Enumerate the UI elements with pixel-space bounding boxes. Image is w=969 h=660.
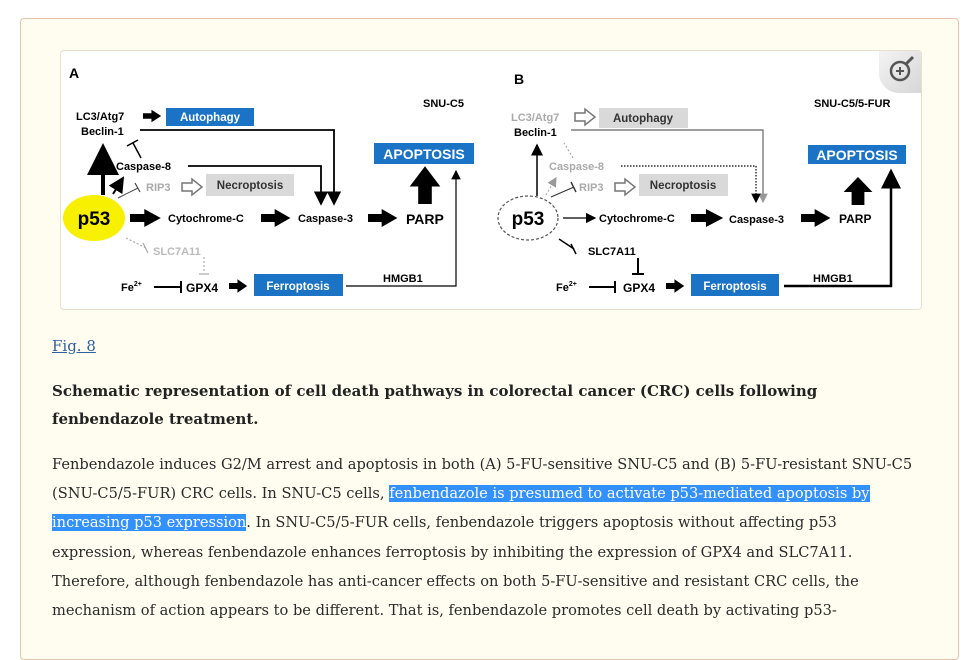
hmgb1-label: HMGB1 <box>383 273 423 285</box>
connector-line <box>571 129 768 204</box>
necroptosis-box <box>639 174 728 196</box>
rip3-label: RIP3 <box>579 182 603 194</box>
caspase3-label: Caspase-3 <box>298 213 353 225</box>
p53-node <box>63 195 125 241</box>
fe-label: Fe2+ <box>556 281 577 294</box>
zoom-figure-button[interactable] <box>879 51 921 93</box>
arrow-icon <box>843 177 873 205</box>
arrow-icon <box>801 209 831 227</box>
necroptosis-box <box>206 174 294 196</box>
rip3-label: RIP3 <box>146 182 170 194</box>
autophagy-box <box>166 108 254 126</box>
beclin-label: Beclin-1 <box>81 126 124 138</box>
panel-label: B <box>514 71 524 87</box>
lc3-label: LC3/Atg7 <box>511 112 559 124</box>
panel-b: B SNU-C5/5-FUR LC3/Atg7 Autophagy Beclin… <box>497 71 906 296</box>
pathway-diagram: A SNU-C5 LC3/Atg7 Autophagy Beclin-1 Cas… <box>63 65 906 296</box>
autophagy-label: Autophagy <box>180 112 241 124</box>
slc7a11-label: SLC7A11 <box>588 246 636 258</box>
cell-line-label: SNU-C5 <box>423 98 464 110</box>
hollow-arrow-icon <box>181 178 203 196</box>
cytochrome-label: Cytochrome-C <box>168 213 244 225</box>
apoptosis-label: APOPTOSIS <box>383 146 464 162</box>
necroptosis-label: Necroptosis <box>217 180 283 192</box>
arrow-icon <box>130 209 161 227</box>
zoom-in-magnifier-icon <box>889 55 915 82</box>
arrow-icon <box>261 209 291 227</box>
hmgb1-label: HMGB1 <box>813 273 853 285</box>
arrow-icon <box>143 109 162 123</box>
ferroptosis-box <box>254 274 343 296</box>
arrow-icon <box>409 166 441 204</box>
caspase8-label: Caspase-8 <box>116 161 171 173</box>
connector-line <box>346 169 461 287</box>
connector-line <box>188 165 329 206</box>
hollow-arrow-icon <box>614 178 636 196</box>
p53-label: p53 <box>78 209 111 230</box>
caption-text: Fenbendazole induces G2/M arrest and apo… <box>52 450 924 625</box>
hollow-arrow-icon <box>574 108 596 126</box>
parp-label: PARP <box>406 211 444 227</box>
arrow-icon <box>368 209 398 227</box>
caspase3-label: Caspase-3 <box>729 214 784 226</box>
figure-link[interactable]: Fig. 8 <box>52 337 96 355</box>
caspase8-label: Caspase-8 <box>549 161 604 173</box>
lc3-label: LC3/Atg7 <box>76 111 124 123</box>
fe-label: Fe2+ <box>121 281 142 294</box>
caption-segment: . In SNU-C5/5-FUR cells, fenbendazole tr… <box>52 514 859 620</box>
panel-label: A <box>69 65 79 81</box>
p53-node <box>497 195 559 241</box>
autophagy-label: Autophagy <box>613 113 674 125</box>
connector-line <box>140 129 342 206</box>
caption-title: Schematic representation of cell death p… <box>52 382 818 428</box>
cytochrome-label: Cytochrome-C <box>599 213 675 225</box>
apoptosis-label: APOPTOSIS <box>816 147 897 163</box>
parp-label: PARP <box>839 212 871 226</box>
necroptosis-label: Necroptosis <box>650 180 716 192</box>
figure-image[interactable]: A SNU-C5 LC3/Atg7 Autophagy Beclin-1 Cas… <box>60 50 922 310</box>
apoptosis-box <box>374 143 474 164</box>
arrow-icon <box>691 209 724 227</box>
ferroptosis-box <box>691 274 779 296</box>
caption-segment: Fenbendazole induces G2/M arrest and apo… <box>52 456 913 503</box>
autophagy-box <box>599 108 688 128</box>
slc7a11-label: SLC7A11 <box>153 246 201 258</box>
apoptosis-box <box>808 145 906 164</box>
arrow-icon <box>666 279 685 293</box>
ferroptosis-label: Ferroptosis <box>266 281 329 293</box>
p53-label: p53 <box>512 209 545 230</box>
gpx4-label: GPX4 <box>186 281 218 295</box>
panel-a: A SNU-C5 LC3/Atg7 Autophagy Beclin-1 Cas… <box>63 65 474 296</box>
arrow-icon <box>229 279 248 293</box>
connector-line <box>784 168 901 288</box>
cell-line-label: SNU-C5/5-FUR <box>814 98 890 110</box>
connector-line <box>621 165 761 204</box>
ferroptosis-label: Ferroptosis <box>703 281 766 293</box>
beclin-label: Beclin-1 <box>514 127 557 139</box>
gpx4-label: GPX4 <box>623 281 655 295</box>
